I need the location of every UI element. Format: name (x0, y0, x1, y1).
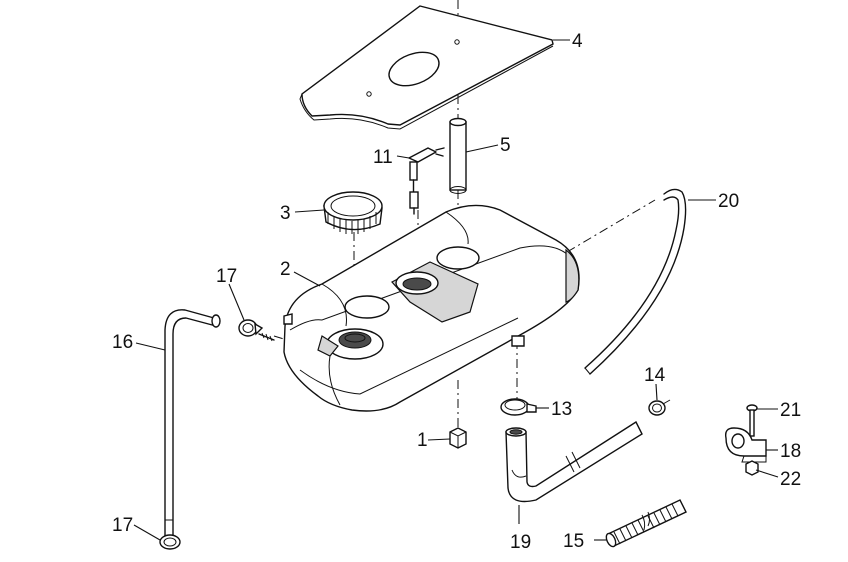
vent-hose (584, 188, 687, 375)
fuel-tank (283, 204, 580, 412)
fuel-sender-wire (408, 147, 445, 215)
hose-clamp-13 (500, 398, 537, 416)
overflow-pipe (164, 309, 221, 537)
callout-20: 20 (718, 191, 739, 212)
hose-clamp-lower (159, 534, 181, 550)
callout-17-lower: 17 (112, 515, 133, 536)
callout-13: 13 (551, 399, 572, 420)
callout-4: 4 (572, 31, 583, 52)
fuel-cap (323, 191, 383, 234)
callout-21: 21 (780, 400, 801, 421)
callout-15: 15 (563, 531, 584, 552)
callout-labels: 4 5 11 3 2 20 17 16 17 1 13 14 15 19 21 … (112, 31, 801, 553)
callout-22: 22 (780, 469, 801, 490)
callout-11: 11 (373, 147, 393, 168)
hose-clamp-upper (238, 319, 275, 342)
callout-17-upper: 17 (216, 266, 237, 287)
callout-5: 5 (500, 135, 511, 156)
callout-14: 14 (644, 365, 666, 386)
fuel-hose-elbow (505, 420, 643, 503)
bolt (746, 404, 758, 437)
mounting-plate (299, 5, 554, 130)
bracket-clamp (724, 427, 767, 463)
callout-16: 16 (112, 332, 133, 353)
lock-nut (745, 460, 759, 476)
callout-2: 2 (280, 259, 291, 280)
protective-sleeve (605, 499, 687, 548)
callout-3: 3 (280, 203, 291, 224)
hose-clamp-14 (648, 399, 671, 416)
callout-18: 18 (780, 441, 801, 462)
nut (449, 427, 467, 449)
filler-tube (449, 117, 467, 194)
callout-1: 1 (417, 430, 428, 451)
callout-leaders (133, 39, 779, 541)
callout-19: 19 (510, 532, 531, 553)
